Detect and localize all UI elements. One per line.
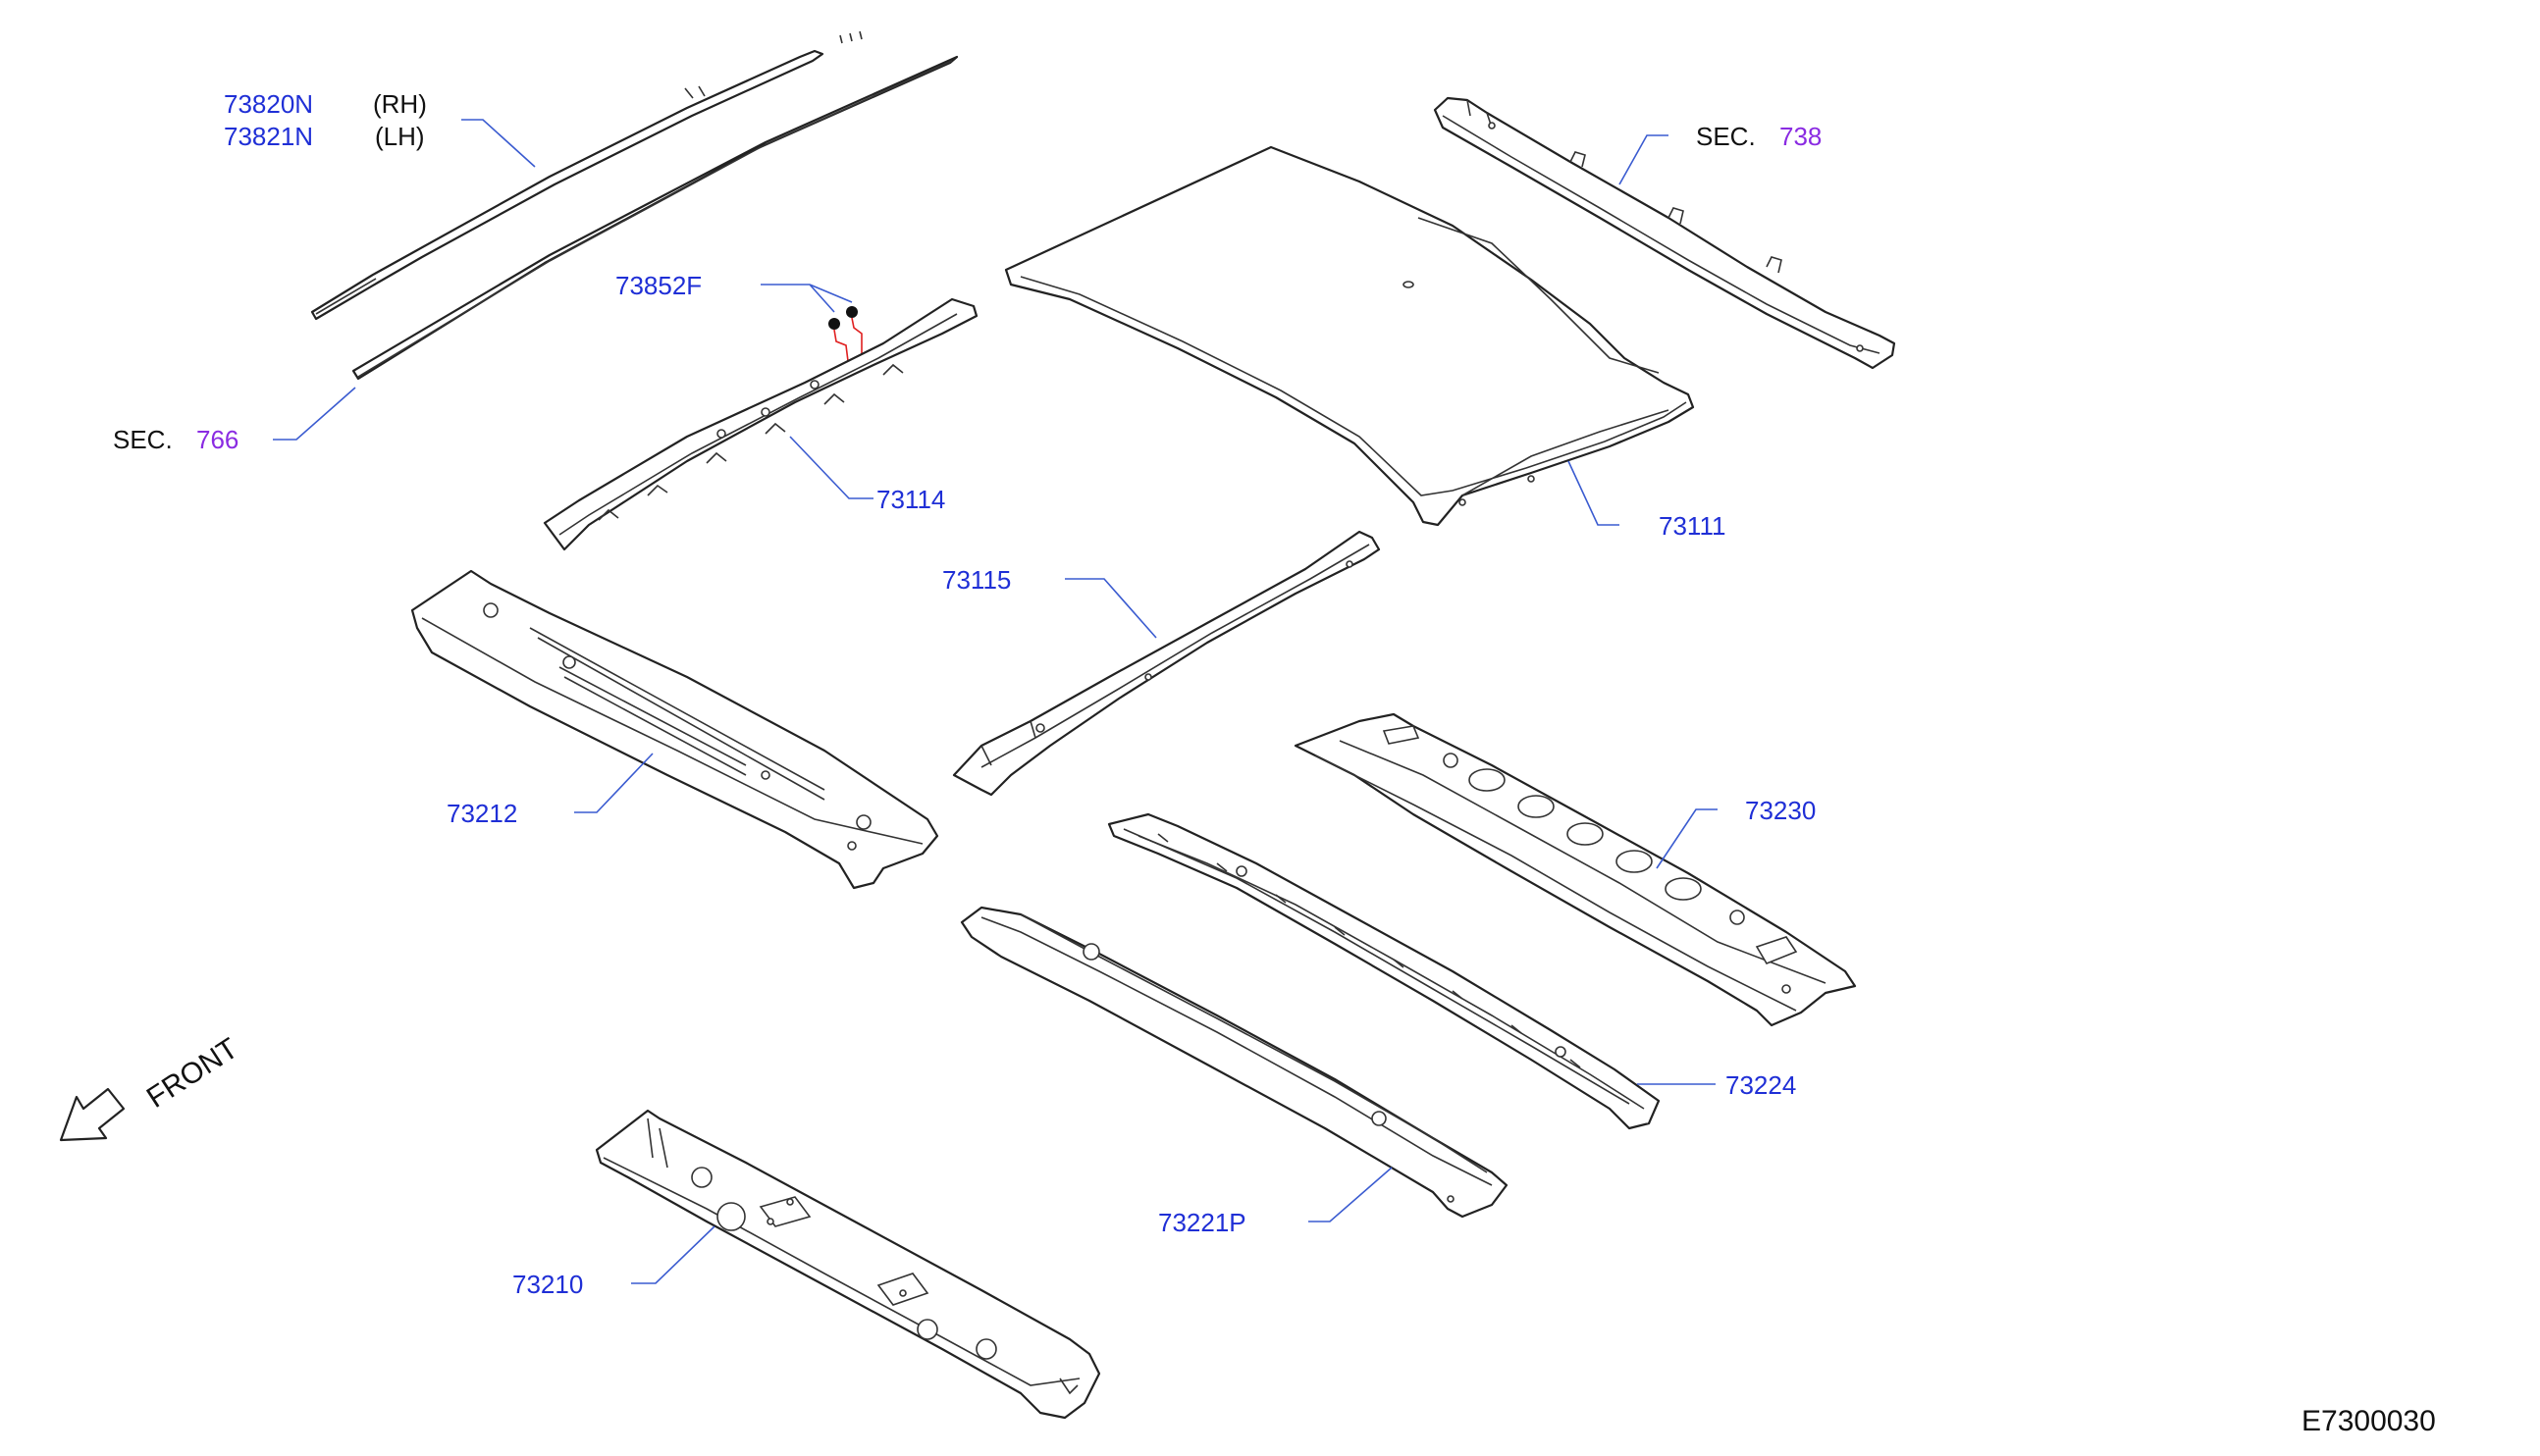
part-number-73852f: 73852F xyxy=(615,271,702,300)
part-number-73821n: 73821N xyxy=(224,122,313,151)
front-label: FRONT xyxy=(141,1032,244,1115)
part-number-73210: 73210 xyxy=(512,1270,583,1299)
sec-766-prefix: SEC. xyxy=(113,425,173,454)
sec-738-number: 738 xyxy=(1779,122,1822,151)
part-number-73115: 73115 xyxy=(942,565,1011,595)
part-number-73230: 73230 xyxy=(1745,796,1816,825)
part-number-73114: 73114 xyxy=(876,485,945,514)
part-number-73221p: 73221P xyxy=(1158,1208,1246,1237)
roof-panel-73111 xyxy=(1004,145,1695,527)
roof-bow-73224 xyxy=(1107,812,1661,1130)
part-number-73212: 73212 xyxy=(447,799,517,828)
sec-766-number: 766 xyxy=(196,425,238,454)
front-direction-arrow xyxy=(59,1087,126,1142)
sec-738-prefix: SEC. xyxy=(1696,122,1756,151)
roof-front-header-73210 xyxy=(595,1109,1101,1420)
drawing-id: E7300030 xyxy=(2302,1405,2436,1437)
lh-label: (LH) xyxy=(375,122,425,151)
roof-rear-bow-73230 xyxy=(1294,712,1857,1027)
part-number-73224: 73224 xyxy=(1725,1070,1796,1100)
clip-73852f xyxy=(828,306,863,362)
roof-rail-moulding xyxy=(310,30,959,381)
roof-bow-73221p xyxy=(960,906,1508,1219)
part-number-73111: 73111 xyxy=(1659,511,1725,541)
roof-rail-73114 xyxy=(543,297,979,551)
roof-side-rail-sec-738 xyxy=(1433,96,1896,370)
part-number-73820n: 73820N xyxy=(224,89,313,119)
rh-label: (RH) xyxy=(373,89,427,119)
roof-rail-73115 xyxy=(952,530,1381,797)
leader-lines xyxy=(273,119,1718,1284)
roof-bow-73212 xyxy=(410,569,939,890)
